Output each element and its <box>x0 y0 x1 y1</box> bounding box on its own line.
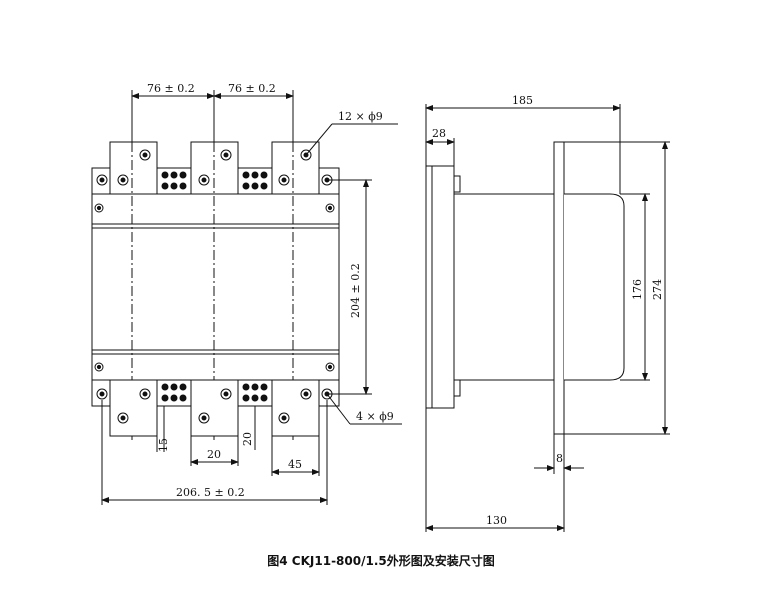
side-front-block <box>425 165 455 409</box>
front-view <box>91 90 402 505</box>
top-aux-block-left <box>156 167 192 195</box>
figure-caption: 图4 CKJ11-800/1.5外形图及安装尺寸图 <box>267 554 495 568</box>
bottom-terminal-left <box>109 379 158 437</box>
dim-gap-20-bottom: 20 <box>207 448 221 461</box>
dim-45: 45 <box>288 458 302 471</box>
side-body <box>453 193 555 381</box>
dim-height-274: 274 <box>651 279 664 300</box>
dim-height-mount: 204 ± 0.2 <box>349 263 362 318</box>
dim-pitch-right: 76 ± 0.2 <box>228 82 276 95</box>
bottom-aux-block-left <box>156 379 192 407</box>
dim-depth-130: 130 <box>486 514 507 527</box>
dim-holes-top: 12 × ϕ9 <box>338 110 383 123</box>
dim-pitch-left: 76 ± 0.2 <box>147 82 195 95</box>
dim-height-176: 176 <box>631 279 644 300</box>
dim-depth-185: 185 <box>512 94 533 107</box>
mounting-plate <box>553 141 565 435</box>
bottom-aux-block-right <box>237 379 273 407</box>
dim-gap-15: 15 <box>157 438 170 452</box>
dim-thickness-8: 8 <box>556 452 563 465</box>
dim-width-total: 206. 5 ± 0.2 <box>176 486 245 499</box>
front-body <box>91 193 340 381</box>
top-terminal-right <box>271 141 320 195</box>
top-terminal-left <box>109 141 158 195</box>
top-aux-block-right <box>237 167 273 195</box>
bottom-terminal-right <box>271 379 320 437</box>
dim-depth-28: 28 <box>432 127 446 140</box>
bottom-terminal-middle <box>190 379 239 437</box>
side-view <box>425 104 670 532</box>
dim-holes-bottom: 4 × ϕ9 <box>356 410 394 423</box>
dim-gap-20-side: 20 <box>241 432 254 446</box>
